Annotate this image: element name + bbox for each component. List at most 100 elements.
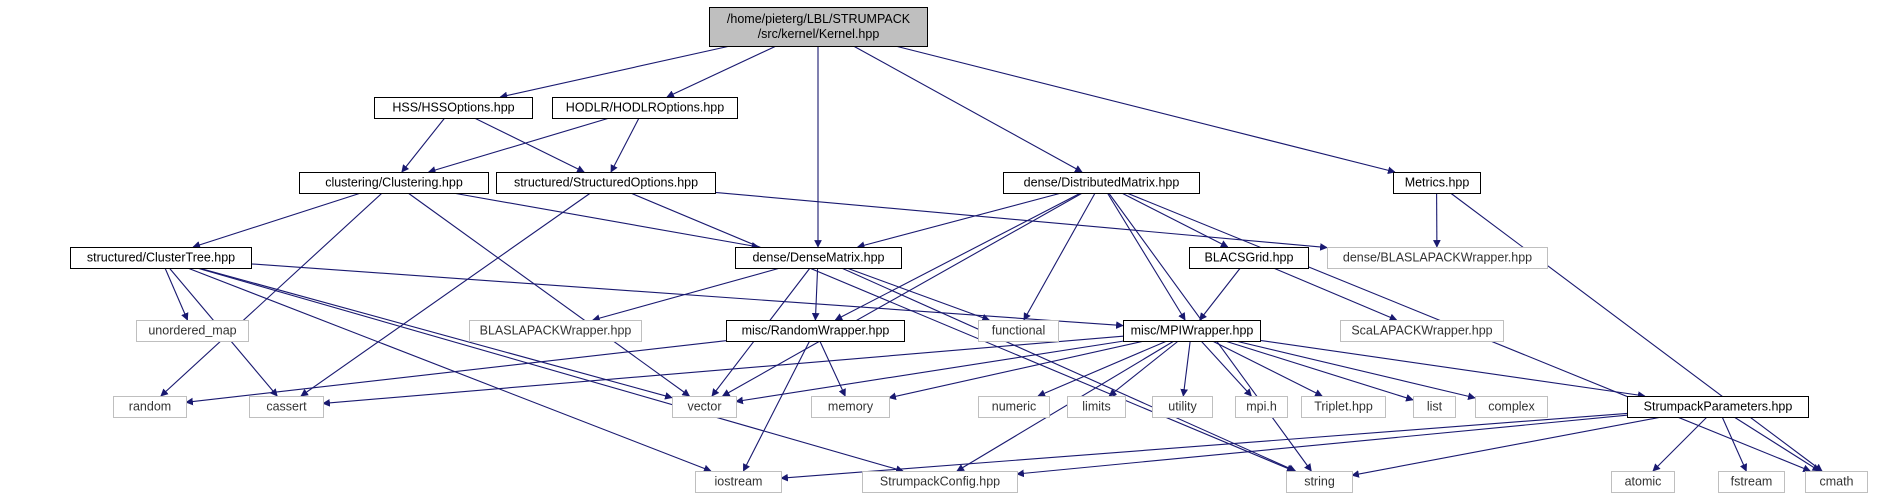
edge-mpiwrapper-to-list xyxy=(1224,340,1414,402)
edge-mpiwrapper-to-limits xyxy=(1108,340,1179,397)
node-box-functional xyxy=(978,320,1059,342)
node-complex: complex xyxy=(1475,396,1548,418)
node-box-randomwrapper[interactable] xyxy=(726,320,905,342)
edge-clustertree-to-vector xyxy=(198,267,673,400)
node-cmath: cmath xyxy=(1805,471,1868,493)
node-label-kernel: /src/kernel/Kernel.hpp xyxy=(758,27,880,41)
edge-structopts-to-string xyxy=(630,192,1295,472)
edge-mpiwrapper-to-triplet xyxy=(1212,340,1323,397)
node-label-mpih: mpi.h xyxy=(1246,400,1277,414)
node-label-densematrix: dense/DenseMatrix.hpp xyxy=(752,251,884,265)
edge-kernel-to-metrics xyxy=(895,45,1396,175)
node-box-blacsgrid[interactable] xyxy=(1189,247,1309,269)
edge-mpiwrapper-to-mpih xyxy=(1200,340,1252,397)
node-blacsgrid[interactable]: BLACSGrid.hpp xyxy=(1189,247,1309,269)
node-label-mpiwrapper: misc/MPIWrapper.hpp xyxy=(1131,324,1254,338)
edge-blacsgrid-to-mpiwrapper xyxy=(1199,267,1241,321)
node-densematrix[interactable]: dense/DenseMatrix.hpp xyxy=(735,247,902,269)
node-distmatrix[interactable]: dense/DistributedMatrix.hpp xyxy=(1003,172,1200,194)
edge-randomwrapper-to-random xyxy=(185,340,727,406)
node-clustertree[interactable]: structured/ClusterTree.hpp xyxy=(70,247,252,269)
node-box-scalapack xyxy=(1340,320,1504,342)
edge-structopts-to-denseblaslapack xyxy=(714,191,1328,251)
edge-kernel-to-distmatrix xyxy=(853,45,1083,173)
node-label-cmath: cmath xyxy=(1819,475,1853,489)
node-randomwrapper[interactable]: misc/RandomWrapper.hpp xyxy=(726,320,905,342)
node-atomic: atomic xyxy=(1611,471,1675,493)
node-box-metrics[interactable] xyxy=(1393,172,1481,194)
node-label-denseblaslapack: dense/BLASLAPACKWrapper.hpp xyxy=(1343,251,1532,265)
node-box-strumpackconfig xyxy=(862,471,1018,493)
node-hssoptions[interactable]: HSS/HSSOptions.hpp xyxy=(374,97,533,119)
node-metrics[interactable]: Metrics.hpp xyxy=(1393,172,1481,194)
node-box-triplet xyxy=(1301,396,1386,418)
node-label-string: string xyxy=(1304,475,1335,489)
edge-randomwrapper-to-iostream xyxy=(742,340,811,472)
node-box-mpiwrapper[interactable] xyxy=(1123,320,1261,342)
node-label-vector: vector xyxy=(687,400,721,414)
node-mpiwrapper[interactable]: misc/MPIWrapper.hpp xyxy=(1123,320,1261,342)
node-box-clustering[interactable] xyxy=(299,172,489,194)
edge-mpiwrapper-to-strumpackparams xyxy=(1259,339,1646,399)
node-box-densematrix[interactable] xyxy=(735,247,902,269)
node-kernel[interactable]: /home/pieterg/LBL/STRUMPACK/src/kernel/K… xyxy=(709,7,928,47)
node-label-functional: functional xyxy=(992,324,1046,338)
node-strumpackparams[interactable]: StrumpackParameters.hpp xyxy=(1627,396,1809,418)
edge-clustertree-to-mpiwrapper xyxy=(250,263,1124,329)
nodes-layer: /home/pieterg/LBL/STRUMPACK/src/kernel/K… xyxy=(70,7,1868,493)
edge-mpiwrapper-to-utility xyxy=(1180,340,1191,397)
edge-mpiwrapper-to-vector xyxy=(735,340,1125,405)
node-label-blaslapack: BLASLAPACKWrapper.hpp xyxy=(480,324,632,338)
node-box-hssoptions[interactable] xyxy=(374,97,533,119)
node-label-structopts: structured/StructuredOptions.hpp xyxy=(514,176,698,190)
node-string: string xyxy=(1286,471,1353,493)
edge-clustering-to-vector xyxy=(407,192,691,397)
node-vector: vector xyxy=(672,396,737,418)
node-label-fstream: fstream xyxy=(1731,475,1773,489)
edge-distmatrix-to-vector xyxy=(721,192,1083,397)
node-label-memory: memory xyxy=(828,400,874,414)
node-clustering[interactable]: clustering/Clustering.hpp xyxy=(299,172,489,194)
node-hodlroptions[interactable]: HODLR/HODLROptions.hpp xyxy=(552,97,738,119)
node-box-distmatrix[interactable] xyxy=(1003,172,1200,194)
node-box-strumpackparams[interactable] xyxy=(1627,396,1809,418)
edge-clustertree-to-strumpackconfig xyxy=(196,267,904,473)
node-box-clustertree[interactable] xyxy=(70,247,252,269)
node-memory: memory xyxy=(811,396,890,418)
node-numeric: numeric xyxy=(978,396,1050,418)
node-box-string xyxy=(1286,471,1353,493)
node-box-kernel[interactable] xyxy=(709,7,928,47)
node-box-structopts[interactable] xyxy=(496,172,716,194)
node-box-blaslapack xyxy=(469,320,642,342)
edge-mpiwrapper-to-strumpackconfig xyxy=(956,340,1175,472)
node-box-hodlroptions[interactable] xyxy=(552,97,738,119)
edge-densematrix-to-blaslapack xyxy=(592,267,781,322)
node-box-memory xyxy=(811,396,890,418)
edge-strumpackparams-to-iostream xyxy=(780,412,1628,482)
node-label-strumpackconfig: StrumpackConfig.hpp xyxy=(880,475,1000,489)
edge-distmatrix-to-densematrix xyxy=(856,192,1062,249)
edge-distmatrix-to-blacsgrid xyxy=(1121,192,1229,248)
edge-mpiwrapper-to-numeric xyxy=(1037,340,1168,397)
node-label-limits: limits xyxy=(1082,400,1110,414)
node-structopts[interactable]: structured/StructuredOptions.hpp xyxy=(496,172,716,194)
edge-metrics-to-cmath xyxy=(1450,192,1823,472)
node-strumpackconfig: StrumpackConfig.hpp xyxy=(862,471,1018,493)
node-scalapack: ScaLAPACKWrapper.hpp xyxy=(1340,320,1504,342)
edge-randomwrapper-to-memory xyxy=(819,340,846,397)
node-label-cassert: cassert xyxy=(266,400,307,414)
node-box-limits xyxy=(1067,396,1126,418)
edge-mpiwrapper-to-complex xyxy=(1235,340,1476,401)
edge-mpiwrapper-to-cassert xyxy=(322,335,1124,407)
node-label-hssoptions: HSS/HSSOptions.hpp xyxy=(392,101,514,115)
node-label-triplet: Triplet.hpp xyxy=(1314,400,1373,414)
node-iostream: iostream xyxy=(695,471,782,493)
node-unordered_map: unordered_map xyxy=(136,320,249,342)
edge-densematrix-to-string xyxy=(841,267,1297,472)
node-label-atomic: atomic xyxy=(1625,475,1662,489)
edge-blacsgrid-to-scalapack xyxy=(1273,267,1398,321)
edge-clustering-to-random xyxy=(160,192,383,397)
edge-clustertree-to-unordered_map xyxy=(164,267,189,321)
node-label-complex: complex xyxy=(1488,400,1535,414)
node-limits: limits xyxy=(1067,396,1126,418)
